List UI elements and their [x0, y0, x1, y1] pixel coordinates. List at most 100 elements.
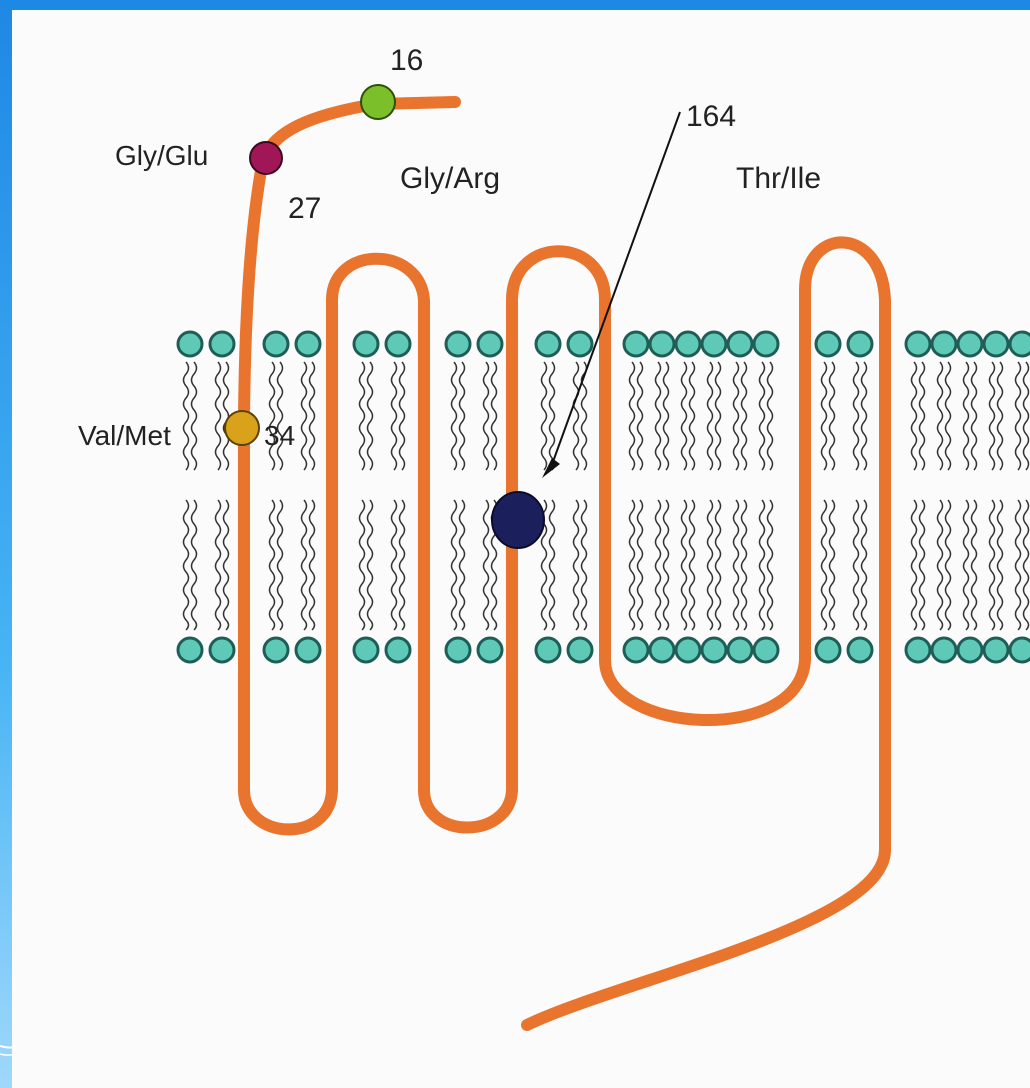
- lipid-head: [816, 638, 840, 662]
- lipid-tail: [938, 362, 943, 470]
- lipid-tail: [682, 500, 687, 630]
- lipid-tail: [862, 500, 867, 630]
- lipid-head: [536, 638, 560, 662]
- lipid-tail: [492, 362, 497, 470]
- lipid-head: [478, 332, 502, 356]
- label-thr-ile: Thr/Ile: [736, 162, 821, 195]
- lipid-tail: [484, 500, 489, 630]
- lipid-tail: [400, 500, 405, 630]
- lipid-head: [624, 638, 648, 662]
- lipid-tail: [452, 362, 457, 470]
- lipid-tail: [574, 362, 579, 470]
- lipid-tail: [912, 500, 917, 630]
- lipid-head: [210, 638, 234, 662]
- lipid-head: [932, 332, 956, 356]
- lipid-tail: [392, 500, 397, 630]
- lipid-head: [676, 638, 700, 662]
- lipid-tail: [656, 500, 661, 630]
- lipid-tail: [460, 500, 465, 630]
- lipid-tail: [690, 500, 695, 630]
- lipid-tail: [964, 362, 969, 470]
- lipid-head: [478, 638, 502, 662]
- lipid-head: [958, 332, 982, 356]
- label-val-met: Val/Met: [78, 420, 171, 451]
- lipid-tail: [822, 362, 827, 470]
- lipid-tail: [734, 500, 739, 630]
- lipid-tail: [822, 500, 827, 630]
- lipid-tail: [184, 500, 189, 630]
- lipid-head: [296, 332, 320, 356]
- lipid-head: [906, 638, 930, 662]
- lipid-tail: [550, 500, 555, 630]
- lipid-tail: [216, 500, 221, 630]
- lipid-tail: [224, 362, 229, 470]
- lipid-head: [728, 332, 752, 356]
- lipid-head: [848, 638, 872, 662]
- lipid-tail: [768, 362, 773, 470]
- lipid-head: [264, 638, 288, 662]
- lipid-head: [354, 638, 378, 662]
- lipid-head: [650, 332, 674, 356]
- lipid-tail: [768, 500, 773, 630]
- lipid-tail: [216, 362, 221, 470]
- lipid-tail: [630, 500, 635, 630]
- lipid-head: [296, 638, 320, 662]
- lipid-tail: [964, 500, 969, 630]
- diagram-canvas: 16 Gly/Arg Gly/Glu 27 Val/Met 34 164 Thr…: [12, 10, 1030, 1088]
- lipid-tail: [452, 500, 457, 630]
- lipid-head: [1010, 638, 1030, 662]
- lipid-tail: [742, 362, 747, 470]
- lipid-tail: [854, 362, 859, 470]
- lipid-head: [568, 332, 592, 356]
- top-border: [0, 0, 1030, 10]
- lipid-tail: [920, 362, 925, 470]
- lipid-head: [906, 332, 930, 356]
- receptor-polypeptide-chain: [244, 102, 885, 1025]
- lipid-head: [536, 332, 560, 356]
- lipid-tail: [920, 500, 925, 630]
- lipid-tail: [946, 362, 951, 470]
- lipid-tail: [664, 500, 669, 630]
- label-27: 27: [288, 192, 321, 225]
- lipid-tail: [638, 500, 643, 630]
- left-border: [0, 0, 12, 1088]
- lipid-head: [816, 332, 840, 356]
- lipid-tail: [392, 362, 397, 470]
- lipid-tail: [1024, 500, 1029, 630]
- lipid-head: [386, 638, 410, 662]
- lipid-tail: [310, 362, 315, 470]
- residue-27-marker: [250, 142, 282, 174]
- lipid-tail: [990, 500, 995, 630]
- label-gly-arg: Gly/Arg: [400, 162, 500, 195]
- lipid-tail: [360, 500, 365, 630]
- lipid-head: [354, 332, 378, 356]
- lipid-tail: [716, 500, 721, 630]
- lipid-head: [702, 332, 726, 356]
- lipid-tail: [368, 500, 373, 630]
- lipid-head: [676, 332, 700, 356]
- lipid-tail: [656, 362, 661, 470]
- lipid-head: [178, 332, 202, 356]
- lipid-tail: [760, 500, 765, 630]
- lipid-tail: [998, 500, 1003, 630]
- lipid-head: [932, 638, 956, 662]
- lipid-head: [984, 638, 1008, 662]
- lipid-tail: [664, 362, 669, 470]
- lipid-tail: [760, 362, 765, 470]
- lipid-tail: [224, 500, 229, 630]
- lipid-head: [568, 638, 592, 662]
- lipid-head: [984, 332, 1008, 356]
- lipid-head: [210, 332, 234, 356]
- lipid-tail: [192, 500, 197, 630]
- lipid-tail: [270, 362, 275, 470]
- lipid-tail: [998, 362, 1003, 470]
- lipid-tail: [682, 362, 687, 470]
- lipid-tail: [310, 500, 315, 630]
- lipid-tail: [946, 500, 951, 630]
- lipid-tail: [460, 362, 465, 470]
- lipid-tail: [400, 362, 405, 470]
- lipid-tail: [938, 500, 943, 630]
- lipid-head: [264, 332, 288, 356]
- label-164: 164: [686, 100, 736, 133]
- lipid-tail: [192, 362, 197, 470]
